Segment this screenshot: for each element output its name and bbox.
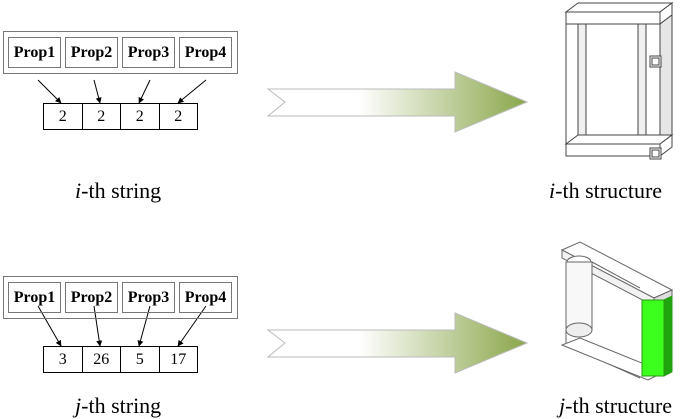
string-cell: 17 [170, 350, 187, 368]
string-cell: 2 [174, 107, 183, 125]
prop1-label: Prop1 [8, 282, 61, 313]
properties-box-1: Prop1 Prop2 Prop3 Prop4 [3, 31, 238, 74]
prop3-label: Prop3 [122, 282, 175, 313]
prop1-label: Prop1 [8, 37, 61, 68]
transition-arrow-1 [266, 71, 529, 133]
string-cell: 3 [44, 347, 83, 372]
string-cell: 2 [121, 104, 160, 129]
transition-arrow-2 [266, 312, 529, 374]
prop4-label: Prop4 [179, 37, 232, 68]
string-cells-2: 3 26 5 17 [43, 346, 198, 373]
string-cell: 2 [83, 104, 121, 129]
highlighted-member [641, 299, 665, 377]
string-cell: 5 [121, 347, 160, 372]
prop2-label: Prop2 [65, 37, 118, 68]
i-th-structure-caption: i-th structure [549, 178, 663, 203]
string-cell: 2 [44, 104, 83, 129]
prop4-label: Prop4 [179, 282, 232, 313]
connectors-row-1 [37, 79, 207, 104]
prop3-label: Prop3 [122, 37, 175, 68]
i-th-string-caption: i-th string [75, 178, 162, 203]
string-cell: 26 [83, 347, 121, 372]
prop2-label: Prop2 [65, 282, 118, 313]
properties-box-2: Prop1 Prop2 Prop3 Prop4 [3, 276, 238, 319]
i-th-structure-drawing [564, 2, 674, 160]
string-cells-1: 2 2 2 2 [43, 103, 198, 130]
j-th-structure-drawing [560, 241, 674, 381]
j-th-string-caption: j-th string [75, 393, 162, 418]
j-th-structure-caption: j-th structure [559, 393, 673, 418]
